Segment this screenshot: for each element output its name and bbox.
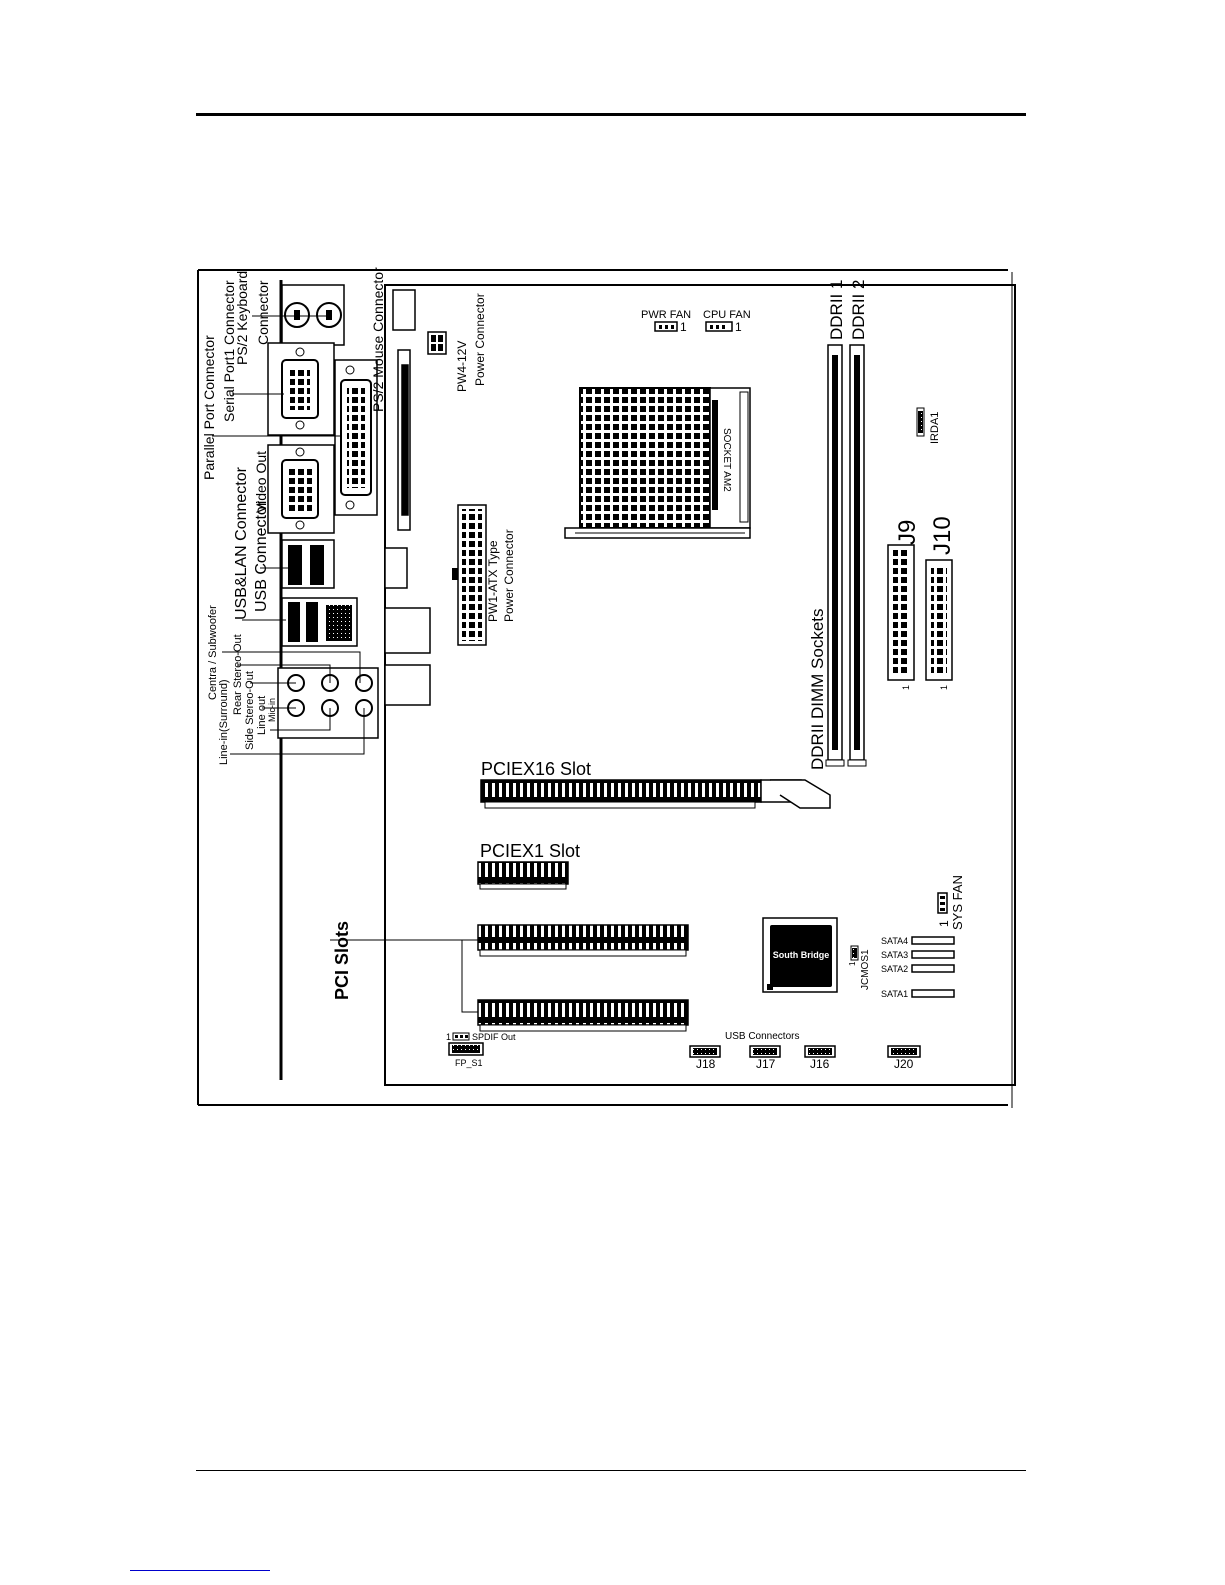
- line-out-label: Line out: [256, 696, 268, 735]
- video-out-label: Video Out: [253, 451, 269, 513]
- ddrii1-label: DDRII 1: [827, 280, 846, 340]
- j10-pin1: 1: [939, 685, 949, 690]
- pci-leader-branch: [461, 940, 478, 1013]
- pci-slot-1: [477, 924, 689, 957]
- pci-slot-2: [477, 999, 689, 1032]
- audio-jacks: [277, 667, 379, 739]
- cpu-fan-pin1: 1: [735, 320, 742, 334]
- pw1-label-b: Power Connector: [502, 529, 516, 622]
- usb-ports: [281, 539, 335, 589]
- footnote-separator: [130, 1570, 270, 1571]
- pwr-fan-label: PWR FAN: [641, 309, 691, 321]
- jcmos-label: JCMOS1: [860, 949, 871, 990]
- rear-stereo-label: Rear Stereo-Out: [232, 634, 244, 715]
- header-rule: [196, 113, 1026, 116]
- usb-header-j16: [804, 1045, 836, 1058]
- cpu-socket: [564, 387, 751, 539]
- cpu-fan-header: [705, 321, 733, 332]
- j9-pin1: 1: [901, 685, 911, 690]
- pw1-label-a: PW1-ATX Type: [486, 540, 500, 622]
- usb-lan-ports: [281, 597, 358, 647]
- dimm-slot-1: [825, 344, 845, 767]
- j17-label: J17: [756, 1057, 776, 1071]
- parallel-port: [334, 359, 378, 516]
- j9-label: J9: [894, 520, 921, 545]
- pwr-fan-pin1: 1: [680, 320, 687, 334]
- pciex16-slot: [480, 779, 831, 809]
- ps2-keyboard-label: PS/2 Keyboard: [234, 271, 250, 365]
- dimm-sockets-label: DDRII DIMM Sockets: [808, 608, 827, 770]
- ide-j9: [887, 544, 915, 681]
- pciex1-label: PCIEX1 Slot: [480, 841, 580, 861]
- pw4-label-a: PW4-12V: [455, 341, 469, 392]
- ide-j10: [925, 559, 953, 681]
- line-in-label: Line-in(Surround): [218, 679, 230, 765]
- dimm-slot-2: [847, 344, 867, 767]
- vga-port: [267, 444, 335, 534]
- j10-label: J10: [929, 516, 956, 555]
- serial-port: [267, 342, 335, 436]
- spdif-label: SPDIF Out: [472, 1032, 516, 1042]
- j16-label: J16: [810, 1057, 830, 1071]
- ps2-mouse-label: PS/2 Mouse Connector: [370, 267, 386, 412]
- sata3-port: [911, 950, 955, 959]
- ps2-ports: [281, 284, 345, 346]
- serial-port-label: Serial Port1 Connector: [221, 280, 237, 422]
- jcmos-pin1: 1: [848, 961, 857, 966]
- pwr-fan-header: [654, 321, 678, 332]
- usb-connectors-label: USB Connectors: [725, 1031, 799, 1042]
- sata3-label: SATA3: [881, 950, 908, 960]
- sata2-label: SATA2: [881, 964, 908, 974]
- sys-fan-pin1: 1: [937, 920, 951, 927]
- usb-header-j17: [749, 1045, 781, 1058]
- sys-fan-header: [937, 892, 948, 914]
- sata4-label: SATA4: [881, 936, 908, 946]
- socket-am2-label: SOCKET AM2: [721, 428, 732, 492]
- fp-s1-label: FP_S1: [455, 1058, 483, 1068]
- pw4-12v-connector: [427, 331, 447, 355]
- back-panel-labels: PS/2 Keyboard Connector PS/2 Mouse Conne…: [201, 267, 386, 765]
- usb-connector-label: USB Connector: [253, 500, 270, 612]
- j18-label: J18: [696, 1057, 716, 1071]
- jcmos-jumper: [850, 945, 859, 961]
- pciex16-label: PCIEX16 Slot: [481, 759, 591, 779]
- mic-in-label: Mic-in: [267, 698, 277, 722]
- sata1-port: [911, 989, 955, 998]
- pciex1-slot: [477, 861, 569, 890]
- south-bridge-chip: [762, 917, 838, 993]
- sys-fan-label: SYS FAN: [950, 875, 965, 930]
- irda-label: IRDA1: [929, 412, 941, 444]
- j20-label: J20: [894, 1057, 914, 1071]
- board-io-edge: [384, 289, 431, 706]
- fp-s1-header: [448, 1042, 484, 1056]
- usb-header-j18: [689, 1045, 721, 1058]
- sata2-port: [911, 964, 955, 973]
- central-subwoofer-label: Centra / Subwoofer: [207, 605, 219, 700]
- usb-lan-label: USB&LAN Connector: [233, 466, 250, 620]
- south-bridge-label: South Bridge: [773, 950, 830, 960]
- pw1-atx-connector: [452, 504, 487, 646]
- header-j20: [887, 1045, 921, 1058]
- pci-slots-label: PCI Slots: [332, 921, 352, 1000]
- pw4-label-b: Power Connector: [473, 293, 487, 386]
- ps2-keyboard-connector-label: Connector: [255, 280, 271, 345]
- parallel-port-label: Parallel Port Connector: [201, 335, 217, 480]
- spdif-header: [452, 1032, 470, 1041]
- sata4-port: [911, 936, 955, 945]
- footer-rule: [196, 1470, 1026, 1471]
- spdif-pin1: 1: [446, 1032, 451, 1042]
- irda-header: [916, 407, 925, 437]
- side-stereo-label: Side Stereo-Out: [244, 671, 256, 750]
- sata1-label: SATA1: [881, 989, 908, 999]
- diagram-frame: [197, 269, 1008, 1106]
- leader-lines: [212, 315, 365, 755]
- ddrii2-label: DDRII 2: [849, 280, 868, 340]
- cpu-fan-label: CPU FAN: [703, 309, 751, 321]
